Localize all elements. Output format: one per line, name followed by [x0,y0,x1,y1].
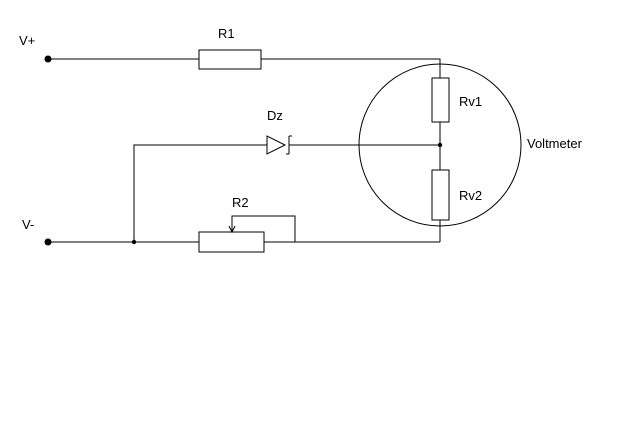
label-r2: R2 [232,195,249,210]
label-v-plus: V+ [19,33,35,48]
zener-diode-triangle [266,135,287,155]
label-voltmeter: Voltmeter [527,136,583,151]
r2-wiper-arrow-icon [228,225,236,234]
label-r1: R1 [218,26,235,41]
r2-wiper-wire [231,215,296,242]
r1-resistor [198,49,262,70]
label-dz: Dz [267,108,283,123]
rv2-resistor [431,169,450,221]
r2-potentiometer [198,231,265,253]
label-rv2: Rv2 [459,188,482,203]
label-rv1: Rv1 [459,94,482,109]
rv1-resistor [431,77,450,123]
junction-bottom-left [131,239,137,245]
label-v-minus: V- [22,217,34,232]
wire-top-right [261,58,441,78]
wire-zener-branch [133,144,267,242]
